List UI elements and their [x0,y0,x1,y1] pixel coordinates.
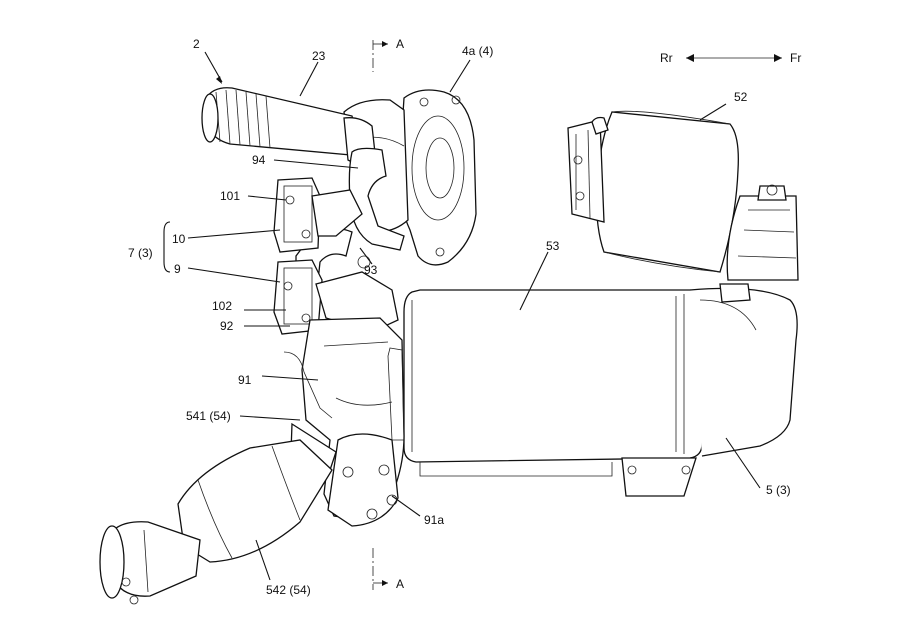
label-7-3: 7 (3) [128,246,153,260]
label-23: 23 [312,49,326,63]
label-fr: Fr [790,51,801,65]
label-102: 102 [212,299,232,313]
intake-pipe-23 [201,87,377,166]
label-5-3: 5 (3) [766,483,791,497]
label-4a: 4a (4) [462,44,493,58]
exhaust-purifier-53 [403,283,798,497]
label-2: 2 [193,37,200,51]
direction-arrow [686,54,782,62]
label-rr: Rr [660,51,673,65]
catalyst-pipe-54 [99,422,337,605]
label-10: 10 [172,232,186,246]
label-section-a-top: A [396,37,404,51]
egr-cooler-10 [273,177,363,253]
egr-valve-9 [273,255,399,335]
label-93: 93 [364,263,378,277]
catalyst-canister-52 [567,110,799,281]
label-92: 92 [220,319,234,333]
label-91a: 91a [424,513,444,527]
callout-labels: 2 23 A 4a (4) Rr Fr 52 94 101 10 7 (3) 9… [128,37,801,597]
label-541: 541 (54) [186,409,231,423]
label-52: 52 [734,90,748,104]
label-91: 91 [238,373,252,387]
label-9: 9 [174,262,181,276]
label-542: 542 (54) [266,583,311,597]
label-53: 53 [546,239,560,253]
leader-lines [163,51,761,581]
label-94: 94 [252,153,266,167]
label-101: 101 [220,189,240,203]
section-line-a [372,40,388,590]
label-section-a-bottom: A [396,577,404,591]
